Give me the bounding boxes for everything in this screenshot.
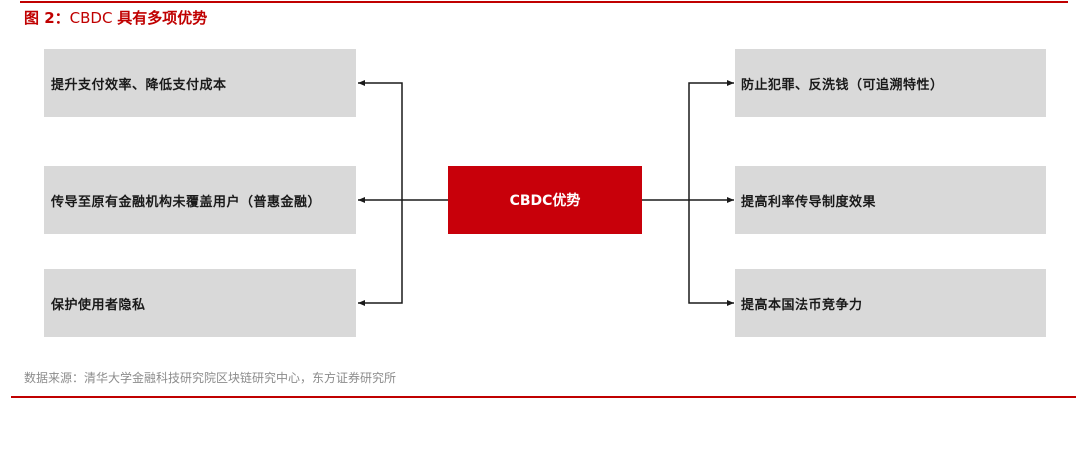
center-box-cbdc-advantages: CBDC优势: [448, 166, 642, 234]
center-box-label: CBDC优势: [509, 193, 581, 209]
right-box-rate-transmission: 提高利率传导制度效果: [735, 166, 1046, 234]
figure-title-text: 具有多项优势: [117, 9, 208, 27]
right-box-currency-competitiveness: 提高本国法币竞争力: [735, 269, 1046, 337]
right-box-label: 提高利率传导制度效果: [741, 194, 877, 210]
top-rule: [20, 1, 1068, 3]
left-box-privacy: 保护使用者隐私: [44, 269, 356, 337]
bottom-rule: [11, 396, 1076, 398]
figure-title: 图 2：CBDC 具有多项优势: [24, 7, 207, 28]
figure-title-prefix: 图 2：: [24, 9, 70, 27]
left-box-label: 提升支付效率、降低支付成本: [51, 77, 227, 93]
connector-left-bottom: [358, 200, 403, 306]
figure-title-latin: CBDC: [69, 9, 118, 27]
connector-right-bottom: [688, 200, 734, 306]
connector-right-top: [688, 80, 734, 200]
data-source-note: 数据来源：清华大学金融科技研究院区块链研究中心，东方证券研究所: [24, 371, 397, 385]
left-box-label: 传导至原有金融机构未覆盖用户（普惠金融）: [51, 194, 322, 210]
right-box-label: 防止犯罪、反洗钱（可追溯特性）: [741, 77, 944, 93]
right-box-label: 提高本国法币竞争力: [741, 297, 863, 313]
left-box-payment-efficiency: 提升支付效率、降低支付成本: [44, 49, 356, 117]
right-box-anti-crime: 防止犯罪、反洗钱（可追溯特性）: [735, 49, 1046, 117]
left-box-label: 保护使用者隐私: [51, 297, 146, 313]
left-box-financial-inclusion: 传导至原有金融机构未覆盖用户（普惠金融）: [44, 166, 356, 234]
connector-left-top: [358, 80, 403, 200]
